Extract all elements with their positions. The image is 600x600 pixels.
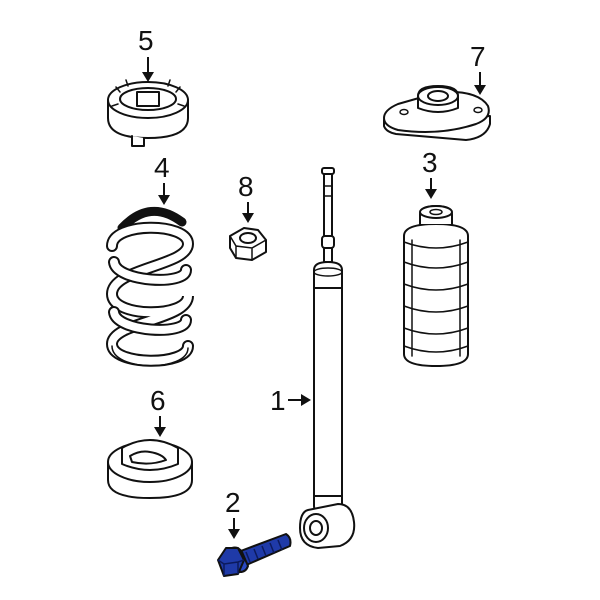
callout-4: 4	[154, 152, 170, 205]
callout-4-number: 4	[154, 152, 170, 183]
callout-1-number: 1	[270, 385, 286, 416]
callout-5: 5	[138, 25, 154, 82]
callout-7-arrowhead	[474, 85, 486, 95]
callout-7-number: 7	[470, 41, 486, 72]
lower-spring-insulator-part[interactable]	[107, 439, 193, 499]
nut-part[interactable]	[229, 227, 267, 261]
callout-6-arrowhead	[154, 427, 166, 437]
callout-5-number: 5	[138, 25, 154, 56]
callout-6-number: 6	[150, 385, 166, 416]
callout-2-number: 2	[225, 487, 241, 518]
callout-1: 1	[270, 385, 311, 416]
shock-absorber-part[interactable]	[299, 167, 356, 549]
callout-8-arrowhead	[242, 213, 254, 223]
callout-8-number: 8	[238, 171, 254, 202]
callout-7: 7	[470, 41, 486, 95]
bolt-part[interactable]	[217, 533, 292, 577]
callout-3: 3	[422, 147, 438, 199]
bump-stop-boot-part[interactable]	[403, 205, 469, 367]
callout-2: 2	[225, 487, 241, 539]
callout-3-arrowhead	[425, 189, 437, 199]
coil-spring-part[interactable]	[105, 206, 195, 367]
upper-spring-seat-part[interactable]	[107, 79, 189, 147]
callout-3-number: 3	[422, 147, 438, 178]
callout-6: 6	[150, 385, 166, 437]
callout-1-arrowhead	[301, 394, 311, 406]
callout-4-arrowhead	[158, 195, 170, 205]
upper-mount-part[interactable]	[383, 85, 491, 141]
callout-8: 8	[238, 171, 254, 223]
callout-5-arrowhead	[142, 72, 154, 82]
callout-2-arrowhead	[228, 529, 240, 539]
